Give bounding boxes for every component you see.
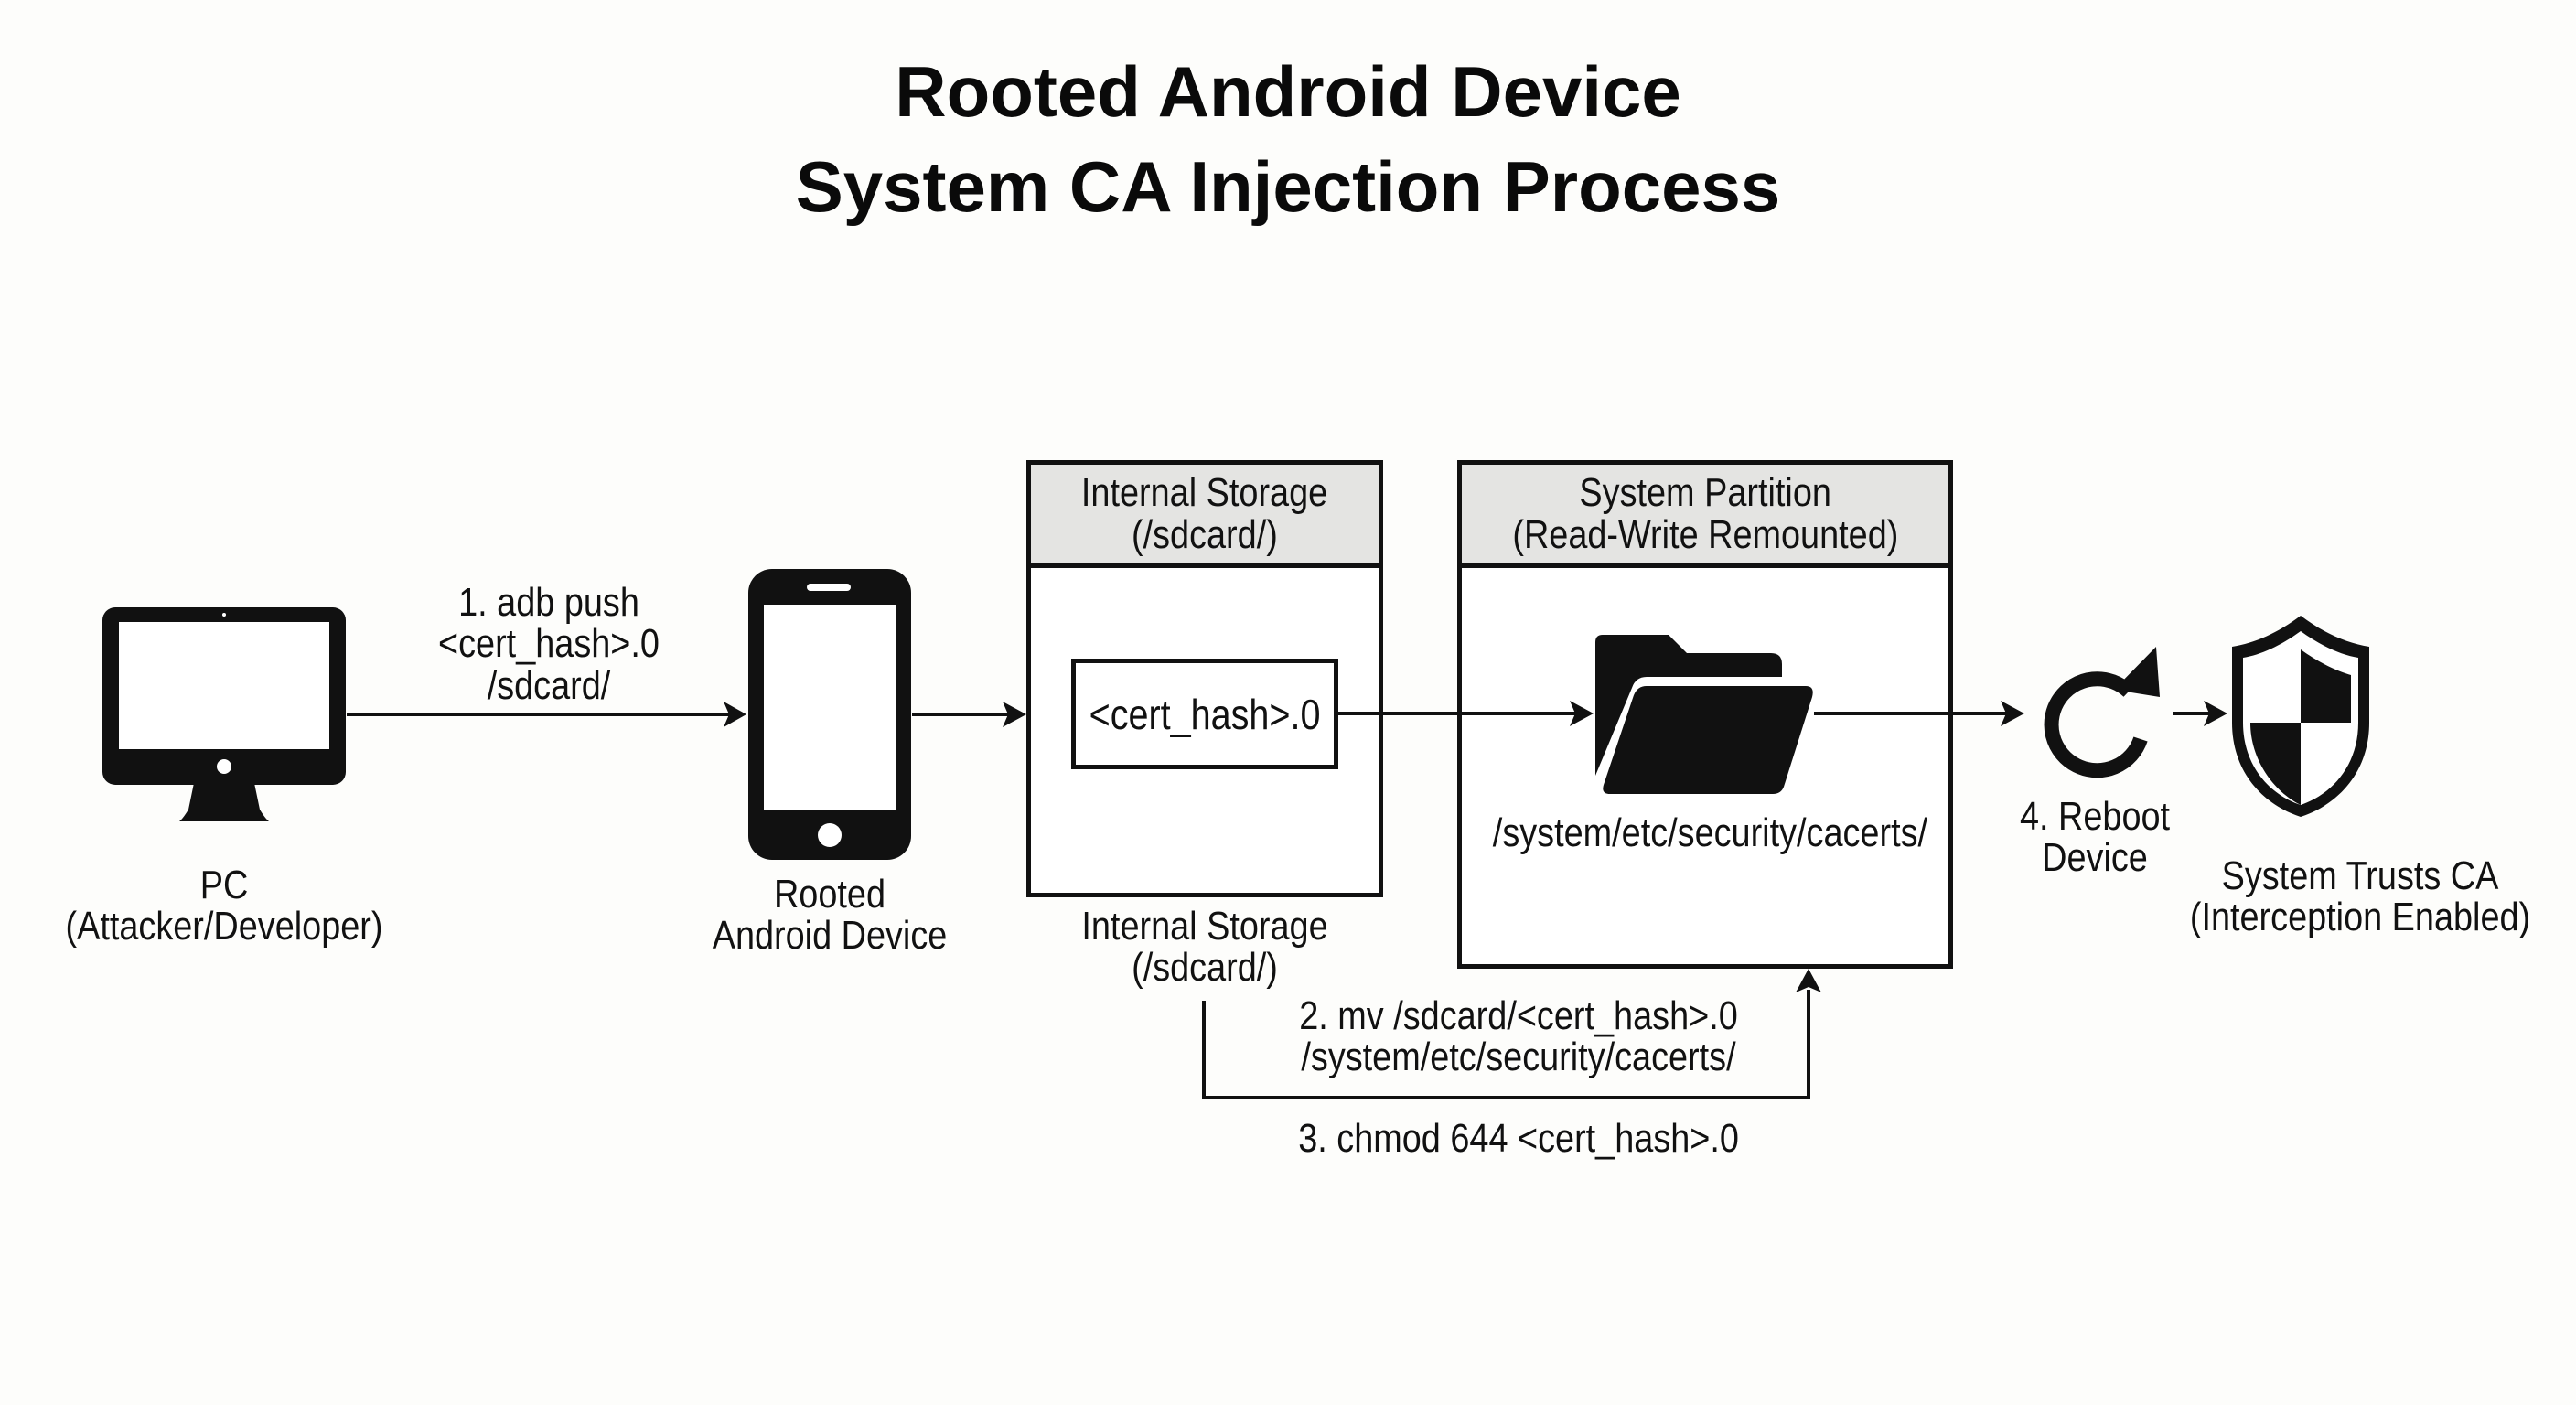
step-1-label: 1. adb push <cert_hash>.0 /sdcard/ [407,582,691,706]
phone-label-line-2: Android Device [712,913,948,959]
step-2-destination: /system/etc/security/cacerts/ [1301,1035,1736,1080]
trust-label-status: (Interception Enabled) [2189,895,2531,940]
phone-label: Rooted Android Device [672,874,987,957]
cacerts-path-label: /system/etc/security/cacerts/ [1492,810,1928,855]
title-line-1: Rooted Android Device [895,51,1681,132]
cacerts-path-text: /system/etc/security/cacerts/ [1492,810,1928,855]
arrow-move-to-system-partition [1202,969,1821,1099]
step-1-command: 1. adb push [458,580,639,625]
system-partition-header: System Partition (Read-Write Remounted) [1462,465,1948,568]
step-1-destination: /sdcard/ [487,662,611,708]
arrow-phone-to-internal-storage [912,702,1026,727]
phone-label-line-1: Rooted [773,872,886,917]
smartphone-icon [748,569,911,860]
step-3-label: 3. chmod 644 <cert_hash>.0 [1298,1116,1739,1161]
pc-label-role: (Attacker/Developer) [65,904,383,949]
arrow-cert-to-folder [1338,701,1594,726]
step-3-command: 3. chmod 644 <cert_hash>.0 [1298,1116,1739,1161]
internal-storage-caption-path: (/sdcard/) [1132,945,1278,991]
reboot-label: 4. Reboot Device [1977,796,2213,879]
internal-storage-header-title: Internal Storage [1081,470,1328,515]
cert-file-box: <cert_hash>.0 [1071,659,1338,769]
reboot-arrow-icon [2044,647,2160,778]
internal-storage-header: Internal Storage (/sdcard/) [1031,465,1379,568]
step-1-file: <cert_hash>.0 [438,621,660,667]
reboot-label-step: 4. Reboot [2019,794,2171,839]
pc-label: PC (Attacker/Developer) [63,864,386,948]
trust-label-title: System Trusts CA [2221,853,2499,898]
trust-label: System Trusts CA (Interception Enabled) [2155,855,2564,938]
title-line-2: System CA Injection Process [795,146,1781,227]
arrow-pc-to-phone [347,702,746,727]
shield-icon [2232,616,2369,817]
step-2-command: 2. mv /sdcard/<cert_hash>.0 [1299,993,1738,1038]
system-partition-header-mode: (Read-Write Remounted) [1511,512,1898,557]
arrow-reboot-to-shield [2174,701,2227,726]
cert-file-label: <cert_hash>.0 [1089,690,1321,738]
open-folder-icon [1595,635,1813,794]
desktop-monitor-icon [102,607,346,821]
diagram-title: Rooted Android Device System CA Injectio… [0,44,2576,234]
system-partition-header-title: System Partition [1579,470,1831,515]
internal-storage-caption-title: Internal Storage [1081,904,1328,949]
internal-storage-header-path: (/sdcard/) [1132,512,1278,557]
step-2-label: 2. mv /sdcard/<cert_hash>.0 /system/etc/… [1298,995,1739,1078]
pc-label-title: PC [199,863,249,907]
reboot-label-target: Device [2042,835,2148,881]
arrow-folder-to-reboot [1814,701,2024,726]
internal-storage-caption: Internal Storage (/sdcard/) [1047,906,1362,989]
